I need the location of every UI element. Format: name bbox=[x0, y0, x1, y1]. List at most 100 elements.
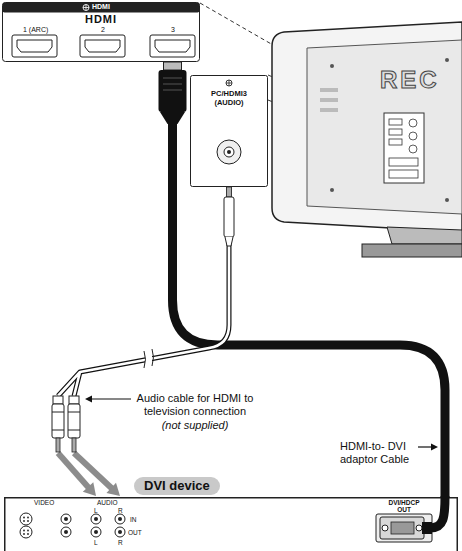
port-number: 1 (ARC) bbox=[23, 26, 48, 34]
audio-cable bbox=[106, 483, 120, 496]
rca-plug bbox=[68, 404, 80, 438]
hdmi-plug bbox=[160, 112, 185, 124]
device-title: DVI device bbox=[134, 477, 220, 495]
port-number: 3 bbox=[171, 26, 175, 34]
audio-plug bbox=[227, 187, 232, 197]
audio-plug bbox=[225, 237, 233, 246]
dvi-device-outline bbox=[23, 517, 25, 519]
hdmi-panel-outline bbox=[150, 35, 195, 57]
jack-label: IN bbox=[130, 516, 137, 523]
audio-input-panel-outline bbox=[226, 80, 232, 86]
hdmi-panel-outline bbox=[155, 40, 190, 52]
audio-cable bbox=[58, 187, 229, 496]
tv-back-outline bbox=[330, 188, 334, 192]
tv-back-outline bbox=[389, 139, 402, 145]
tv-back-outline bbox=[320, 108, 338, 112]
audio-cable bbox=[74, 453, 112, 488]
audio-cable bbox=[58, 453, 89, 488]
hdmi-panel-outline bbox=[3, 3, 200, 62]
tv-back-outline bbox=[389, 129, 402, 135]
cable-break bbox=[144, 349, 154, 368]
hdmi-panel-outline bbox=[80, 35, 125, 57]
leader-arrow bbox=[85, 396, 131, 403]
dvi-device-outline bbox=[115, 514, 125, 524]
dvi-device-outline bbox=[382, 525, 388, 531]
audio-cable bbox=[58, 187, 229, 396]
dvi-device-outline bbox=[91, 527, 101, 537]
audio-input-panel-outline bbox=[191, 76, 268, 187]
hdmi-panel-outline bbox=[17, 40, 52, 52]
jack-label: AUDIO bbox=[97, 499, 118, 506]
dvi-device-outline bbox=[61, 514, 71, 524]
port-label: DVI/HDCP OUT bbox=[384, 499, 424, 514]
tv-back-outline bbox=[262, 18, 462, 258]
audio-input-panel-outline bbox=[217, 140, 241, 164]
tv-back-outline bbox=[320, 88, 338, 92]
hdmi-panel-outline bbox=[12, 35, 57, 57]
dvi-device-outline bbox=[64, 530, 68, 534]
hdmi-panel-outline bbox=[3, 3, 200, 13]
dvi-device-outline bbox=[94, 530, 98, 534]
tv-back-outline bbox=[409, 132, 417, 140]
rca-plug bbox=[72, 438, 76, 452]
tv-back-outline bbox=[320, 98, 338, 102]
panel-header: HDMI bbox=[92, 3, 110, 11]
hdmi-panel-outline bbox=[150, 35, 195, 57]
cable-note: (not supplied) bbox=[120, 419, 270, 432]
dvi-device-outline bbox=[5, 498, 458, 551]
dvi-device-outline bbox=[27, 530, 29, 532]
tv-back-outline bbox=[387, 227, 462, 244]
hdmi-plug bbox=[164, 62, 182, 70]
tv-back-outline bbox=[330, 64, 334, 68]
audio-plug bbox=[224, 197, 234, 237]
hdmi-plug bbox=[159, 70, 187, 112]
dvi-device-outline bbox=[91, 514, 101, 524]
leader-arrow bbox=[431, 444, 438, 451]
cable-break bbox=[144, 349, 154, 368]
leader-arrow bbox=[418, 446, 432, 447]
channel-label: L bbox=[94, 507, 98, 514]
dvi-device-outline bbox=[94, 517, 98, 521]
dvi-device-outline bbox=[380, 517, 424, 539]
dvi-device-outline bbox=[27, 517, 29, 519]
jack-label: PC/HDMI3 (AUDIO) bbox=[202, 89, 256, 107]
leader-arrow bbox=[418, 444, 438, 451]
rca-plug bbox=[52, 412, 64, 430]
hdmi-panel-outline bbox=[83, 5, 89, 11]
audio-input-panel-outline bbox=[227, 150, 231, 154]
dvi-device-outline bbox=[61, 527, 71, 537]
dvi-device-outline bbox=[20, 526, 32, 538]
hdmi-panel-outline bbox=[85, 40, 120, 52]
tv-back-outline bbox=[307, 40, 462, 214]
cable-break bbox=[145, 351, 152, 368]
dvi-device-outline bbox=[27, 520, 29, 522]
dvi-device-outline bbox=[391, 522, 414, 534]
tv-back: REC bbox=[262, 18, 462, 258]
hdmi-panel-outline bbox=[80, 35, 125, 57]
rca-plug bbox=[68, 412, 80, 430]
dvi-device-outline bbox=[115, 527, 125, 537]
cable-note: Audio cable for HDMI to television conne… bbox=[120, 392, 270, 418]
dvi-device-outline bbox=[27, 533, 29, 535]
rca-plug bbox=[56, 438, 60, 452]
channel-label: R bbox=[118, 507, 123, 514]
dvi-device-outline bbox=[64, 517, 68, 521]
dvi-device-outline bbox=[416, 525, 422, 531]
dvi-device-outline bbox=[20, 513, 32, 525]
tv-back-outline bbox=[389, 158, 418, 166]
audio-input-panel-outline bbox=[224, 147, 234, 157]
tv-back-outline bbox=[389, 119, 402, 125]
rca-plug bbox=[69, 396, 79, 404]
dvi-device-outline bbox=[23, 533, 25, 535]
rca-plug bbox=[52, 404, 64, 438]
dvi-device-outline bbox=[376, 514, 432, 542]
hdmi-plug bbox=[163, 78, 182, 90]
cable-label: HDMI-to- DVI adaptor Cable bbox=[340, 440, 430, 466]
audio-cable bbox=[83, 482, 96, 496]
tv-back-outline bbox=[272, 22, 462, 232]
tv-back-outline bbox=[409, 145, 417, 153]
jack-label: VIDEO bbox=[34, 499, 54, 506]
tv-back-outline bbox=[445, 198, 449, 202]
audio-input-panel: PC/HDMI3 (AUDIO) bbox=[190, 75, 268, 187]
dvi-device-outline bbox=[23, 520, 25, 522]
